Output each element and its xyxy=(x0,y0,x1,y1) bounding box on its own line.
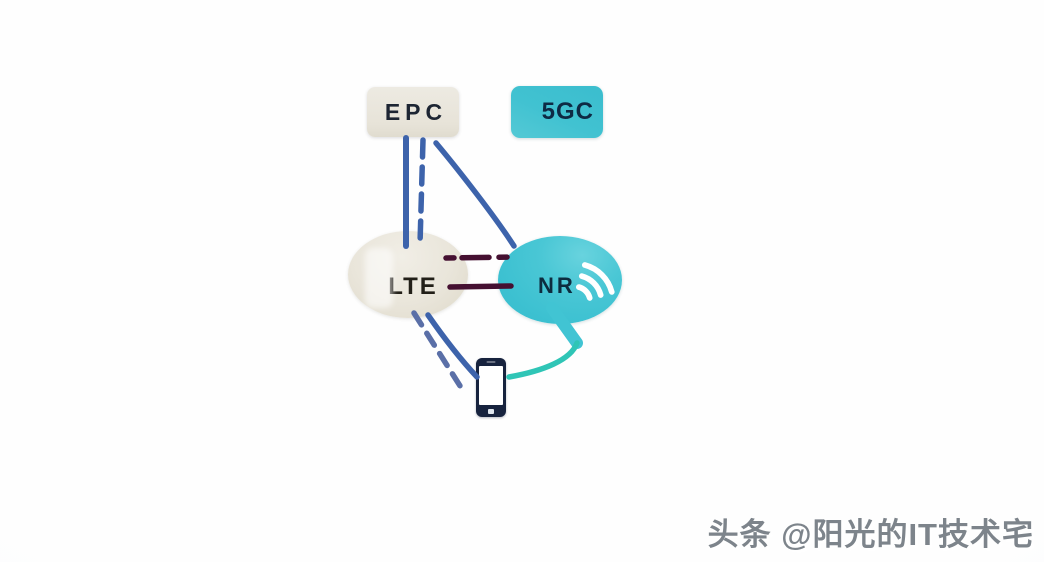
node-nr-label: NR xyxy=(538,273,576,298)
node-5gc: 5GC xyxy=(511,86,603,138)
node-5gc-label: 5GC xyxy=(541,98,594,125)
edge-nr-ue-solid xyxy=(506,340,580,380)
node-nr: NR xyxy=(498,236,622,324)
antenna-icon xyxy=(365,248,393,308)
phone-speaker xyxy=(486,361,496,363)
node-lte: LTE xyxy=(348,231,468,318)
node-epc: EPC xyxy=(367,87,459,137)
node-lte-label: LTE xyxy=(388,272,438,300)
signal-arcs-icon xyxy=(575,262,615,301)
edge-lte-ue-dashed xyxy=(411,310,465,392)
edge-epc-nr-solid xyxy=(433,140,517,249)
phone-home-button xyxy=(488,409,494,414)
edge-epc-lte-dashed xyxy=(417,137,426,247)
watermark: 头条 @阳光的IT技术宅 xyxy=(707,517,1034,552)
node-epc-label: EPC xyxy=(384,98,448,125)
phone-screen xyxy=(479,366,503,405)
smartphone-icon xyxy=(476,358,506,417)
edge-lte-ue-solid xyxy=(425,312,480,380)
